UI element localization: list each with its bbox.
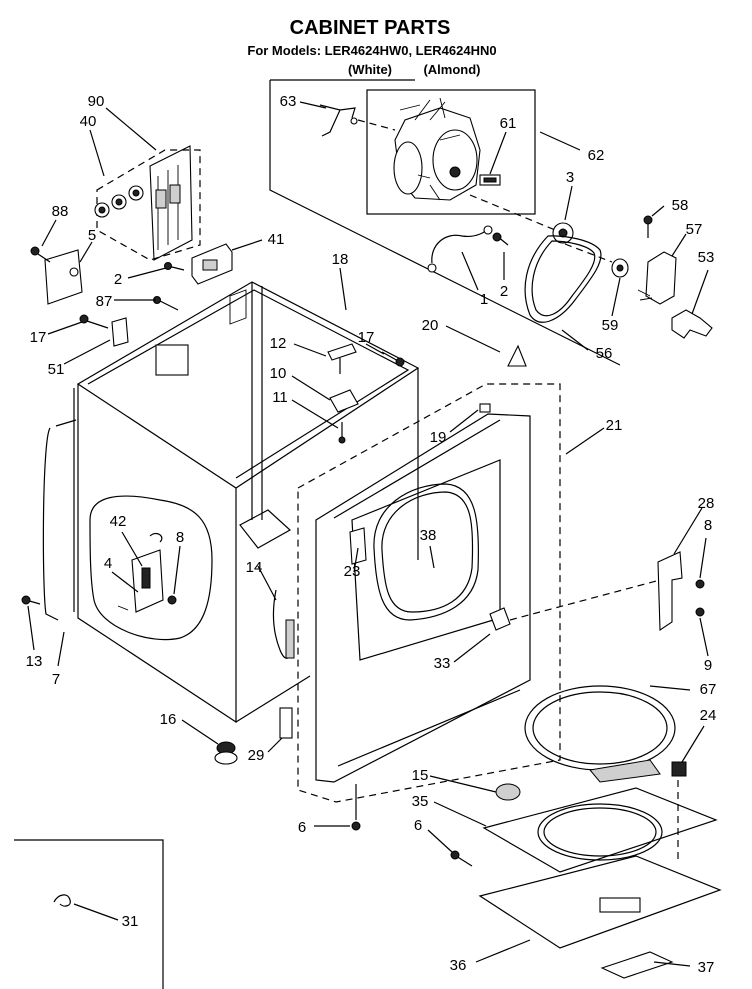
callout-label: 23 — [344, 563, 361, 580]
almond-label: (Almond) — [423, 62, 480, 77]
callout-label: 41 — [268, 231, 285, 248]
callout-label: 12 — [270, 335, 287, 352]
callout-label: 17 — [358, 329, 375, 346]
callout-label: 8 — [176, 529, 184, 546]
callout-label: 19 — [430, 429, 447, 446]
motor-section — [269, 79, 713, 366]
right-bracket — [657, 551, 705, 632]
callout-label: 5 — [88, 227, 96, 244]
callout-label: 1 — [480, 291, 488, 308]
lower-parts — [450, 685, 722, 979]
white-label: (White) — [348, 62, 392, 77]
callout-label: 6 — [298, 819, 306, 836]
left-bracket-group — [30, 145, 233, 347]
callout-label: 6 — [414, 817, 422, 834]
callout-label: 61 — [500, 115, 517, 132]
callout-label: 2 — [500, 283, 508, 300]
callout-label: 11 — [272, 389, 288, 406]
callout-label: 4 — [104, 555, 112, 572]
callout-label: 38 — [420, 527, 437, 544]
callout-label: 3 — [566, 169, 574, 186]
callout-label: 18 — [332, 251, 349, 268]
callout-label: 10 — [270, 365, 287, 382]
callout-label: 33 — [434, 655, 451, 672]
models-line: For Models: LER4624HW0, LER4624HN0 — [247, 43, 496, 58]
inset-31 — [14, 839, 164, 989]
callout-label: 29 — [248, 747, 265, 764]
callout-labels: 90 40 88 5 41 2 87 17 51 63 61 62 3 1 2 … — [26, 93, 717, 976]
callout-label: 63 — [280, 93, 297, 110]
callout-label: 56 — [596, 345, 613, 362]
callout-label: 8 — [704, 517, 712, 534]
callout-label: 37 — [698, 959, 715, 976]
callout-label: 13 — [26, 653, 43, 670]
callout-label: 20 — [422, 317, 439, 334]
callout-label: 67 — [700, 681, 717, 698]
header: CABINET PARTS For Models: LER4624HW0, LE… — [247, 17, 496, 77]
leader-lines — [27, 101, 709, 967]
callout-label: 58 — [672, 197, 689, 214]
front-panel — [297, 344, 661, 831]
callout-label: 90 — [88, 93, 105, 110]
callout-label: 7 — [52, 671, 60, 688]
callout-label: 87 — [96, 293, 113, 310]
callout-label: 88 — [52, 203, 69, 220]
callout-label: 9 — [704, 657, 712, 674]
callout-label: 62 — [588, 147, 605, 164]
callout-label: 15 — [412, 767, 429, 784]
callout-label: 53 — [698, 249, 715, 266]
callout-label: 57 — [686, 221, 703, 238]
callout-label: 2 — [114, 271, 122, 288]
callout-label: 40 — [80, 113, 97, 130]
callout-label: 36 — [450, 957, 467, 974]
callout-label: 16 — [160, 711, 177, 728]
callout-label: 17 — [30, 329, 47, 346]
callout-label: 14 — [246, 559, 263, 576]
callout-label: 59 — [602, 317, 619, 334]
diagram-title: CABINET PARTS — [290, 17, 451, 39]
callout-label: 35 — [412, 793, 429, 810]
callout-label: 24 — [700, 707, 717, 724]
callout-label: 21 — [606, 417, 623, 434]
callout-label: 28 — [698, 495, 715, 512]
callout-label: 51 — [48, 361, 65, 378]
callout-label: 31 — [122, 913, 139, 930]
callout-label: 42 — [110, 513, 127, 530]
